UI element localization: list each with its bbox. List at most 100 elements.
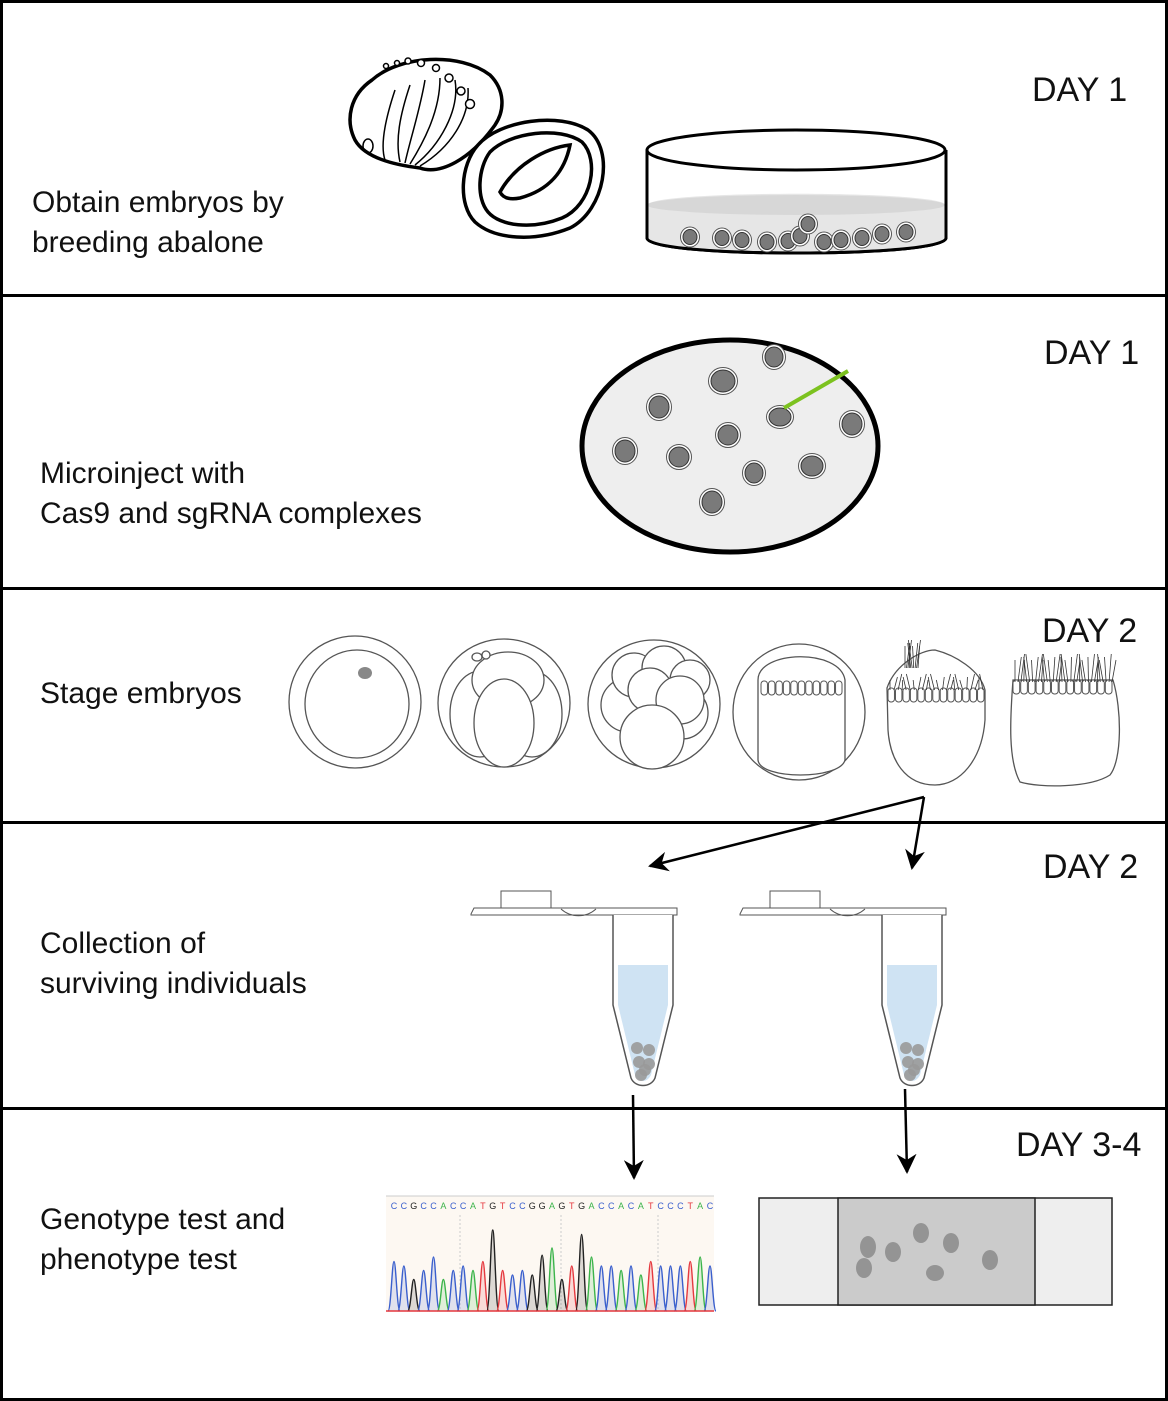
trace-peak <box>653 1265 668 1312</box>
embryo-icon <box>814 231 834 253</box>
step-1-label-line-1: Obtain embryos by <box>32 186 284 219</box>
larva-icon <box>908 1064 920 1076</box>
trace-peak <box>515 1269 530 1312</box>
trace-peak <box>604 1265 618 1312</box>
stage-veliger-icon <box>1010 653 1121 787</box>
base-call: C <box>401 1201 408 1211</box>
stage-multicell-icon <box>587 639 721 770</box>
base-call: G <box>410 1201 417 1211</box>
base-call: T <box>688 1201 694 1211</box>
base-call: A <box>697 1201 703 1211</box>
base-call: A <box>588 1201 594 1211</box>
trace-peak <box>565 1265 579 1312</box>
trace-peak <box>466 1269 480 1312</box>
base-call: C <box>598 1201 605 1211</box>
trace-peak <box>436 1278 451 1312</box>
stained-larvae <box>856 1223 998 1281</box>
trace-peak <box>476 1260 490 1312</box>
trace-peak <box>584 1256 599 1312</box>
stage-early-trochophore-icon <box>732 643 866 781</box>
collection-arrows <box>648 795 926 872</box>
arrow-to-tube-2 <box>905 796 926 870</box>
base-call: T <box>648 1201 654 1211</box>
trace-peak <box>574 1233 589 1312</box>
abalone-shell-inner-icon <box>461 118 606 239</box>
embryo-icon <box>732 229 752 251</box>
base-call: A <box>638 1201 644 1211</box>
embryo-icon <box>742 460 766 486</box>
base-call: C <box>608 1201 615 1211</box>
larva-icon <box>900 1042 912 1054</box>
trace-peak <box>703 1265 717 1312</box>
embryo-icon <box>852 227 872 249</box>
step-4-label-line-1: Collection of <box>40 927 206 960</box>
trace-peak <box>535 1254 549 1312</box>
trace-peak <box>426 1256 441 1312</box>
step-1-day: DAY 1 <box>1032 71 1128 109</box>
embryo-icon <box>712 227 732 249</box>
base-call: G <box>539 1201 546 1211</box>
base-call: G <box>558 1201 565 1211</box>
trace-peak <box>456 1265 470 1312</box>
injection-needle-icon <box>782 369 850 410</box>
base-call: T <box>569 1201 575 1211</box>
step-5-label-line-2: phenotype test <box>40 1243 237 1276</box>
embryo-icon <box>715 422 741 448</box>
base-call: A <box>440 1201 446 1211</box>
step-3-label-line-1: Stage embryos <box>40 677 242 710</box>
embryo-icon <box>666 444 692 470</box>
trace-peak <box>644 1260 658 1312</box>
base-call: C <box>509 1201 516 1211</box>
trace-peak <box>624 1265 638 1312</box>
base-call: T <box>500 1201 506 1211</box>
trace-peak <box>397 1265 411 1312</box>
trace-peak <box>495 1269 510 1312</box>
embryo-icon <box>831 229 851 251</box>
step-5-label-line-1: Genotype test and <box>40 1203 286 1236</box>
base-call: C <box>430 1201 437 1211</box>
step-1-label-line-2: breeding abalone <box>32 226 264 259</box>
panel-divider <box>0 821 1168 824</box>
base-call: C <box>519 1201 526 1211</box>
panel-divider <box>0 294 1168 297</box>
trace-peak <box>555 1278 569 1312</box>
base-call: G <box>578 1201 585 1211</box>
tube-1-icon <box>470 890 678 1087</box>
tube-2-icon <box>739 890 947 1087</box>
embryo-icon <box>872 223 892 245</box>
embryo-icon <box>680 226 700 248</box>
embryo-icon <box>798 453 826 479</box>
base-call: T <box>480 1201 486 1211</box>
base-call: C <box>707 1201 714 1211</box>
larva-icon <box>912 1044 924 1056</box>
embryo-icon <box>896 221 916 243</box>
embryo-icon <box>839 410 865 438</box>
petri-dish-icon <box>645 128 948 255</box>
stage-trochophore-icon <box>886 639 986 786</box>
larva-icon <box>639 1064 651 1076</box>
arrow-to-tube-1 <box>648 795 925 872</box>
base-call: C <box>628 1201 635 1211</box>
trace-peak <box>614 1269 628 1312</box>
trace-peak <box>594 1265 609 1312</box>
embryo-icon <box>762 344 786 370</box>
trace-peak <box>525 1274 539 1312</box>
embryo-icon <box>699 488 725 516</box>
embryo-icon <box>766 405 794 429</box>
panel-divider <box>0 1107 1168 1110</box>
base-call: C <box>460 1201 467 1211</box>
step-4-day: DAY 2 <box>1043 848 1139 886</box>
embryo-icon <box>612 437 638 465</box>
panel-divider <box>0 587 1168 590</box>
step-2-label-line-1: Microinject with <box>40 457 246 490</box>
base-call: A <box>470 1201 476 1211</box>
step-2-label-line-2: Cas9 and sgRNA complexes <box>40 497 422 530</box>
base-call: C <box>450 1201 457 1211</box>
trace-peak <box>673 1265 688 1312</box>
base-call: C <box>657 1201 664 1211</box>
trace-peak <box>486 1229 500 1312</box>
arrow-to-genotype <box>623 1094 644 1180</box>
larva-icon <box>643 1044 655 1056</box>
